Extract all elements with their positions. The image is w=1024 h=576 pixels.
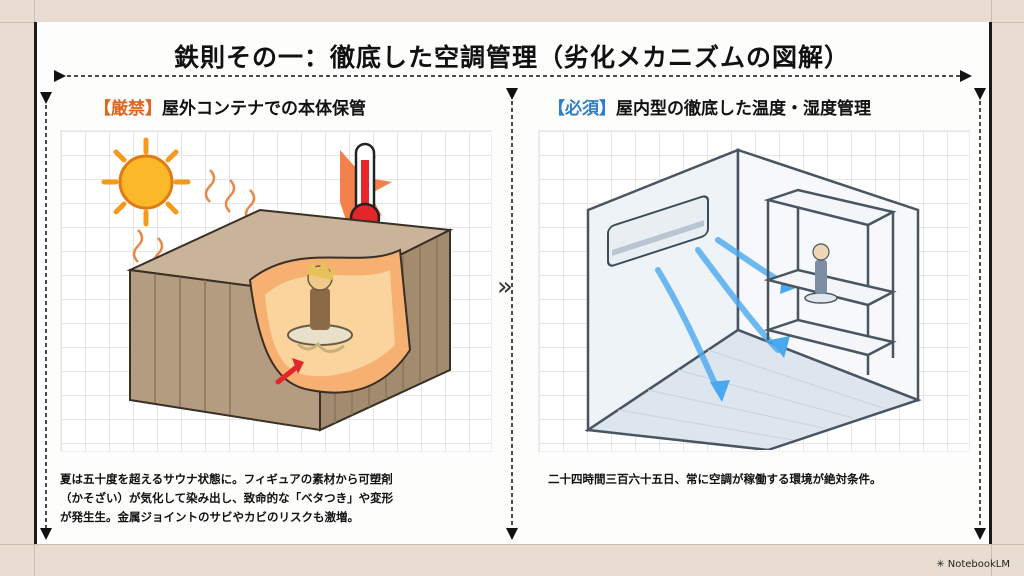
left-caption-line: が発生生。金属ジョイントのサビやカビのリスクも激増。: [60, 510, 359, 524]
figure-icon: [804, 243, 838, 304]
brand-logo-icon: ✳︎: [936, 559, 948, 570]
figure-icon: [287, 260, 353, 353]
left-heading-text: 屋外コンテナでの本体保管: [162, 99, 366, 119]
warning-arrow-icon: [275, 358, 304, 385]
right-heading: 【必須】屋内型の徹底した温度・湿度管理: [548, 94, 871, 119]
left-heading: 【厳禁】屋外コンテナでの本体保管: [94, 94, 366, 119]
shelf-icon: [763, 188, 897, 375]
right-caption: 二十四時間三百六十五日、常に空調が稼働する環境が絶対条件。: [548, 472, 882, 486]
air-conditioner-icon: [607, 195, 709, 267]
left-caption-line: 夏は五十度を超えるサウナ状態に。フィギュアの素材から可塑剤: [60, 472, 393, 486]
thermometer-icon: [340, 142, 392, 234]
shipping-container-icon: [126, 208, 454, 432]
indoor-room-illustration: [584, 148, 922, 450]
page-title: 鉄則その一：徹底した空調管理（劣化メカニズムの図解）: [173, 43, 850, 72]
left-caption-line: （かそざい）が気化して染み出し、致命的な「ベタつき」や変形: [60, 491, 394, 505]
brand-watermark: ✳︎ NotebookLM: [936, 559, 1010, 570]
guide-line-bottom: [0, 544, 1024, 545]
left-caption: 夏は五十度を超えるサウナ状態に。フィギュアの素材から可塑剤 （かそざい）が気化し…: [60, 470, 500, 527]
outdoor-container-illustration: [101, 137, 454, 432]
right-heading-text: 屋内型の徹底した温度・湿度管理: [616, 99, 871, 119]
chevron-right-icon: »: [497, 272, 513, 302]
prohibited-tag: 【厳禁】: [94, 99, 162, 119]
brand-label: NotebookLM: [947, 559, 1010, 570]
sun-icon: [101, 137, 191, 227]
required-tag: 【必須】: [548, 99, 616, 119]
